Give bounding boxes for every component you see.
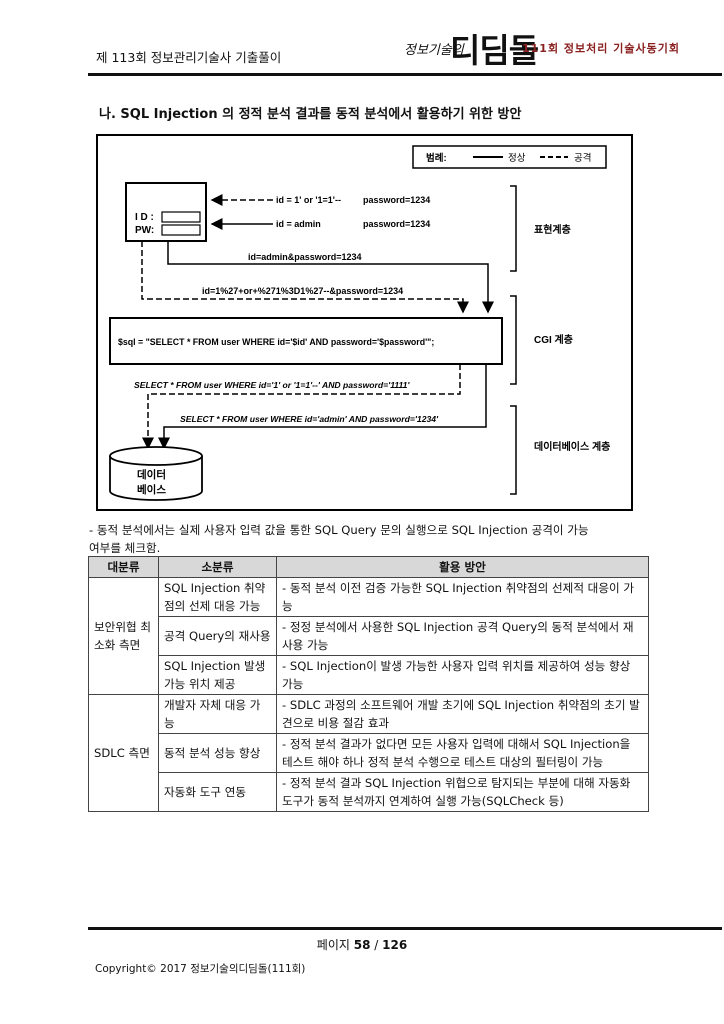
table-cell-sub: 개발자 자체 대응 가능 xyxy=(158,694,277,734)
diagram-canvas: 범례: 정상 공격 I D : PW: id = 1' or '1=1'-- p… xyxy=(109,145,610,501)
attack-query-text: SELECT * FROM user WHERE id='1' or '1=1'… xyxy=(134,380,410,390)
layer-database: 데이터베이스 계층 xyxy=(534,440,610,453)
page-current: 58 xyxy=(353,938,371,952)
table-row: 자동화 도구 연동 - 정적 분석 결과 SQL Injection 위협으로 … xyxy=(89,772,649,812)
legend-normal-label: 정상 xyxy=(508,153,526,164)
table-cell-plan: - SQL Injection이 발생 가능한 사용자 입력 위치를 제공하여 … xyxy=(276,655,649,695)
table-cell-sub: 공격 Query의 재사용 xyxy=(158,616,277,656)
table-cell-plan: - 정적 분석 결과가 없다면 모든 사용자 입력에 대해서 SQL Injec… xyxy=(276,733,649,773)
section-title: 나. SQL Injection 의 정적 분석 결과를 동적 분석에서 활용하… xyxy=(99,107,522,122)
logo-main-text: 디딤돌 xyxy=(450,31,539,70)
legend: 범례: 정상 공격 xyxy=(412,145,607,169)
description-line-1: - 동적 분석에서는 실제 사용자 입력 값을 통한 SQL Query 문의 … xyxy=(89,523,589,537)
table-row: 동적 분석 성능 향상 - 정적 분석 결과가 없다면 모든 사용자 입력에 대… xyxy=(89,733,649,773)
cgi-box xyxy=(109,317,503,365)
login-pw-field xyxy=(161,224,201,236)
table-cell-plan: - 동적 분석 이전 검증 가능한 SQL Injection 취약점의 선제적… xyxy=(276,577,649,617)
table-cell-plan: - 정정 분석에서 사용한 SQL Injection 공격 Query의 동적… xyxy=(276,616,649,656)
table-row: SQL Injection 발생 가능 위치 제공 - SQL Injectio… xyxy=(89,655,649,695)
attack-request-text: id=1%27+or+%271%3D1%27--&password=1234 xyxy=(202,286,403,296)
page-label: 페이지 xyxy=(316,938,350,952)
logo-small-text: 정보기술의 xyxy=(404,43,464,58)
login-form: I D : PW: xyxy=(125,182,207,242)
attack-input-pw: password=1234 xyxy=(363,195,430,205)
table-row: SDLC 측면 개발자 자체 대응 가능 - SDLC 과정의 소프트웨어 개발… xyxy=(88,694,649,812)
normal-request-text: id=admin&password=1234 xyxy=(248,252,362,262)
group-sdlc: SDLC 측면 xyxy=(88,694,159,812)
legend-attack-label: 공격 xyxy=(574,152,591,164)
header-title: 제 113회 정보관리기술사 기출풀이 xyxy=(96,50,282,65)
sql-injection-diagram: 범례: 정상 공격 I D : PW: id = 1' or '1=1'-- p… xyxy=(96,134,633,511)
table-header-row: 대분류 소분류 활용 방안 xyxy=(88,556,649,578)
database-label-2: 베이스 xyxy=(137,483,166,496)
layer-cgi: CGI 계층 xyxy=(534,333,573,346)
header-rule xyxy=(88,73,722,76)
login-id-label: I D : xyxy=(135,212,154,223)
normal-query-text: SELECT * FROM user WHERE id='admin' AND … xyxy=(180,414,439,424)
normal-input-pw: password=1234 xyxy=(363,219,430,229)
login-pw-label: PW: xyxy=(135,225,154,236)
normal-input-id: id = admin xyxy=(276,219,321,229)
table-cell-sub: SQL Injection 취약점의 선제 대응 가능 xyxy=(158,577,277,617)
normal-query-line xyxy=(158,364,487,450)
normal-request-line xyxy=(167,241,494,314)
utilization-table: 대분류 소분류 활용 방안 보안위협 최소화 측면 SQL Injection … xyxy=(88,556,649,812)
presentation-bracket xyxy=(510,185,517,272)
layer-presentation: 표현계층 xyxy=(534,223,571,236)
page-separator: / xyxy=(374,938,379,952)
attack-query-line xyxy=(142,364,461,450)
header-minor-category: 소분류 xyxy=(158,556,277,578)
logo: 정보기술의 디딤돌 111회 정보처리 기술사동기회 xyxy=(402,22,702,72)
sql-statement: $sql = "SELECT * FROM user WHERE id='$id… xyxy=(118,337,434,347)
page-number: 페이지 58 / 126 xyxy=(0,936,724,953)
database-cylinder: 데이터 베이스 xyxy=(109,446,203,501)
footer-rule xyxy=(88,927,722,930)
attack-request-line xyxy=(141,241,469,314)
table-row: 보안위협 최소화 측면 SQL Injection 취약점의 선제 대응 가능 … xyxy=(88,577,649,695)
table-cell-plan: - SDLC 과정의 소프트웨어 개발 초기에 SQL Injection 취약… xyxy=(276,694,649,734)
attack-input-id: id = 1' or '1=1'-- xyxy=(276,195,341,205)
cgi-bracket xyxy=(510,295,517,385)
logo-subtitle: 111회 정보처리 기술사동기회 xyxy=(522,42,680,55)
group-security-threat: 보안위협 최소화 측면 xyxy=(88,577,159,695)
table-cell-plan: - 정적 분석 결과 SQL Injection 위협으로 탐지되는 부분에 대… xyxy=(276,772,649,812)
page-total: 126 xyxy=(382,938,408,952)
table-cell-sub: 동적 분석 성능 향상 xyxy=(158,733,277,773)
header-plan: 활용 방안 xyxy=(276,556,649,578)
table-cell-sub: 자동화 도구 연동 xyxy=(158,772,277,812)
description-paragraph: - 동적 분석에서는 실제 사용자 입력 값을 통한 SQL Query 문의 … xyxy=(89,521,639,557)
database-label-1: 데이터 xyxy=(137,468,166,481)
description-line-2: 여부를 체크함. xyxy=(89,541,161,555)
header-major-category: 대분류 xyxy=(88,556,159,578)
table-cell-sub: SQL Injection 발생 가능 위치 제공 xyxy=(158,655,277,695)
database-bracket xyxy=(510,405,517,495)
legend-label: 범례: xyxy=(426,152,447,164)
copyright: Copyright© 2017 정보기술의디딤돌(111회) xyxy=(95,963,306,975)
table-row: 공격 Query의 재사용 - 정정 분석에서 사용한 SQL Injectio… xyxy=(89,616,649,656)
login-id-field xyxy=(161,211,201,223)
